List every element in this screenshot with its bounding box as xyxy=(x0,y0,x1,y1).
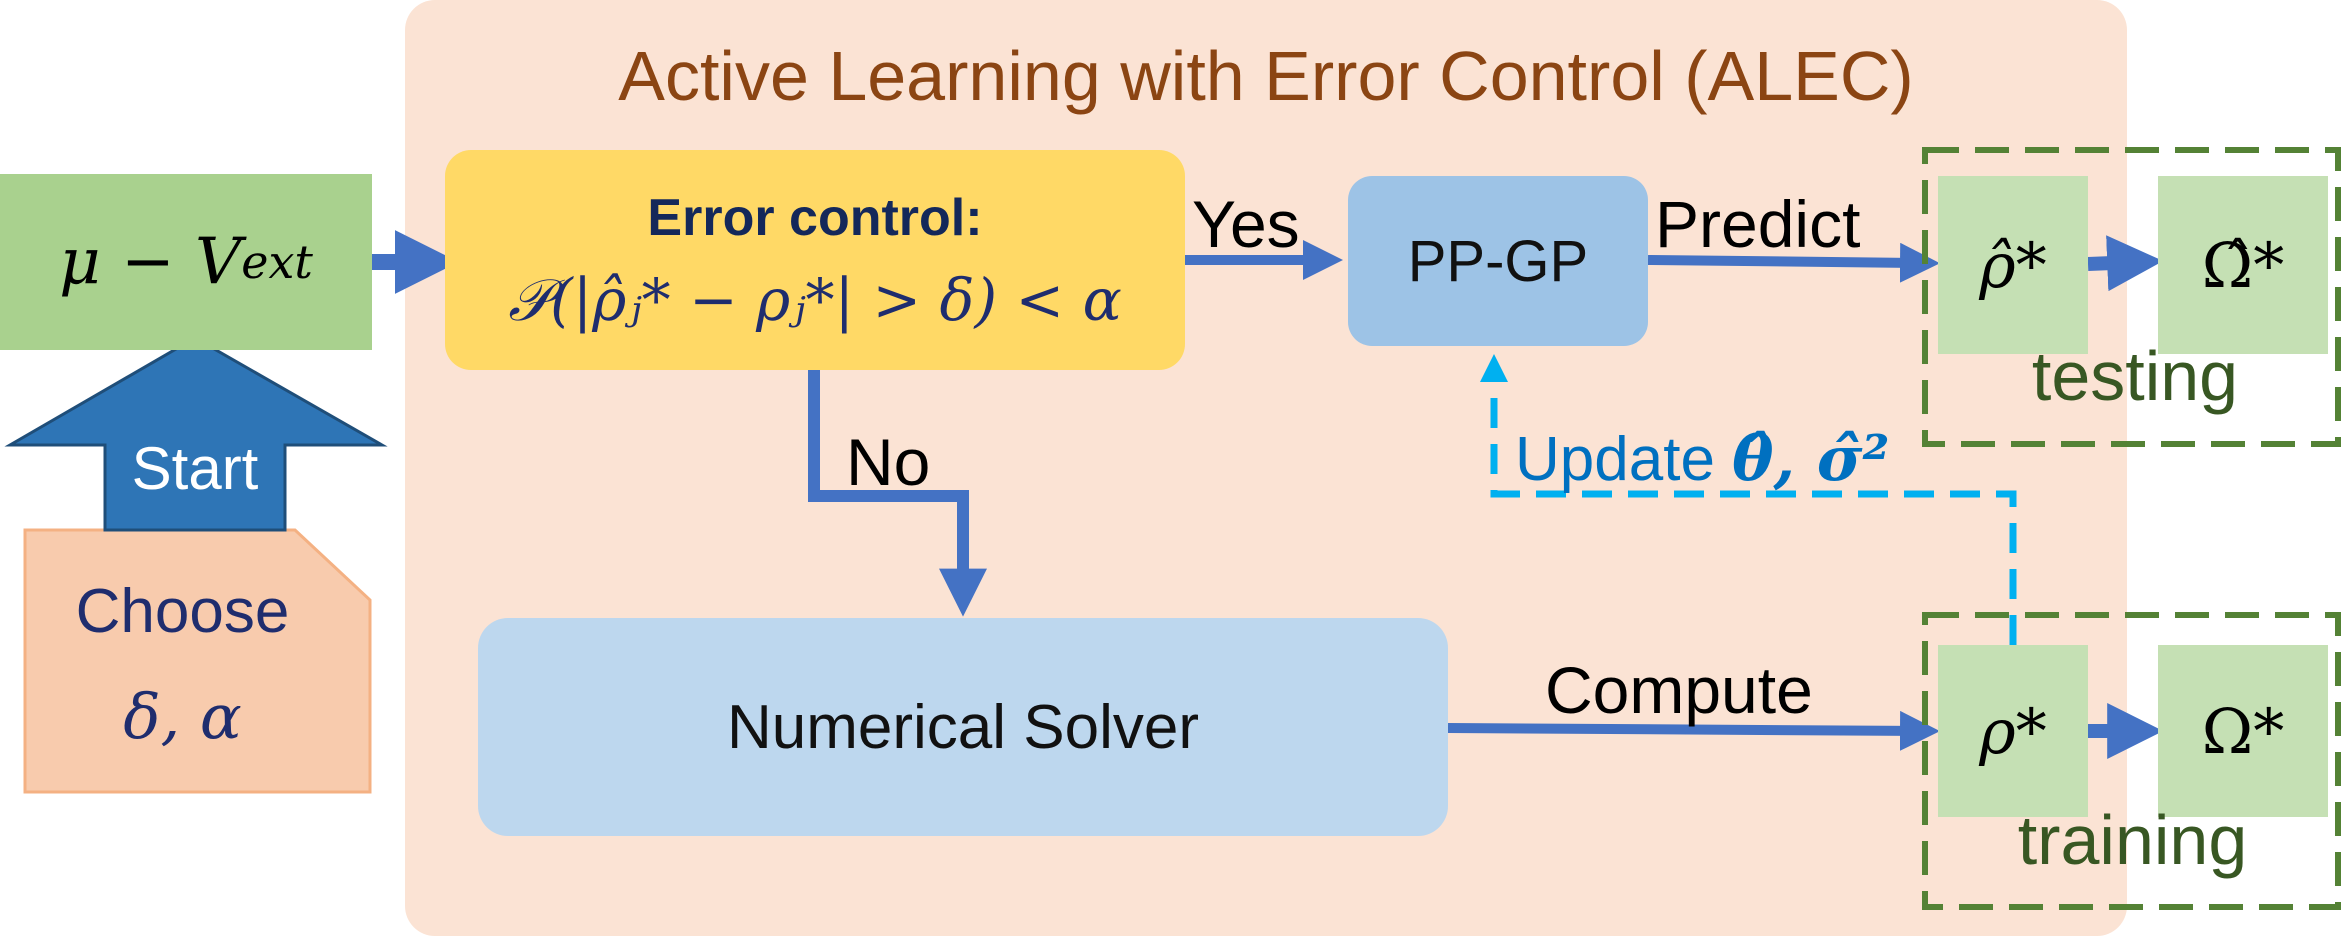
choose-label: Choose xyxy=(75,577,290,646)
diagram-title: Active Learning with Error Control (ALEC… xyxy=(618,37,1914,115)
omega-cell: Ω* xyxy=(2158,645,2328,817)
predict-label: Predict xyxy=(1655,187,1861,261)
numerical-solver-label: Numerical Solver xyxy=(726,692,1200,762)
error-control-formula: 𝒫(|ρ̂ⱼ* − ρⱼ*| > δ) < α xyxy=(508,266,1122,334)
choose-note-shape xyxy=(23,528,372,794)
omega-hat-cell: Ω̂* xyxy=(2158,176,2328,354)
ppgp-box: PP-GP xyxy=(1348,176,1648,346)
choose-params: δ, α xyxy=(123,680,242,753)
arrow-no xyxy=(808,370,987,617)
no-label: No xyxy=(846,425,931,499)
omega-label: Ω* xyxy=(2201,694,2285,768)
numerical-solver-box: Numerical Solver xyxy=(478,618,1448,836)
error-control-title: Error control: xyxy=(647,189,983,247)
update-params: θ̂, σ̂² xyxy=(1732,422,1890,495)
testing-label: testing xyxy=(2031,337,2239,415)
start-arrow-shape xyxy=(4,336,388,532)
omega-hat-label: Ω̂* xyxy=(2201,228,2285,302)
training-group xyxy=(1922,612,2341,910)
input-label: μ − V xyxy=(59,225,242,299)
testing-group xyxy=(1922,147,2341,447)
update-label: Update θ̂, σ̂² xyxy=(1515,422,1890,495)
error-control-box xyxy=(445,150,1185,370)
rho-cell: ρ* xyxy=(1938,645,2088,817)
rho-label: ρ* xyxy=(1979,694,2047,768)
arrow-testing-pair xyxy=(2087,235,2164,292)
update-text: Update xyxy=(1515,425,1715,494)
ppgp-label: PP-GP xyxy=(1407,228,1589,294)
start-label: Start xyxy=(131,435,259,502)
yes-label: Yes xyxy=(1192,187,1300,261)
input-label-sup: ext xyxy=(241,235,313,289)
compute-label: Compute xyxy=(1545,653,1813,727)
training-label: training xyxy=(2017,801,2248,879)
rho-hat-cell: ρ̂* xyxy=(1938,176,2088,354)
arrow-update xyxy=(1480,354,2017,645)
arrow-compute xyxy=(1447,710,1940,751)
rho-hat-label: ρ̂* xyxy=(1979,228,2047,302)
arrow-predict xyxy=(1647,242,1940,283)
